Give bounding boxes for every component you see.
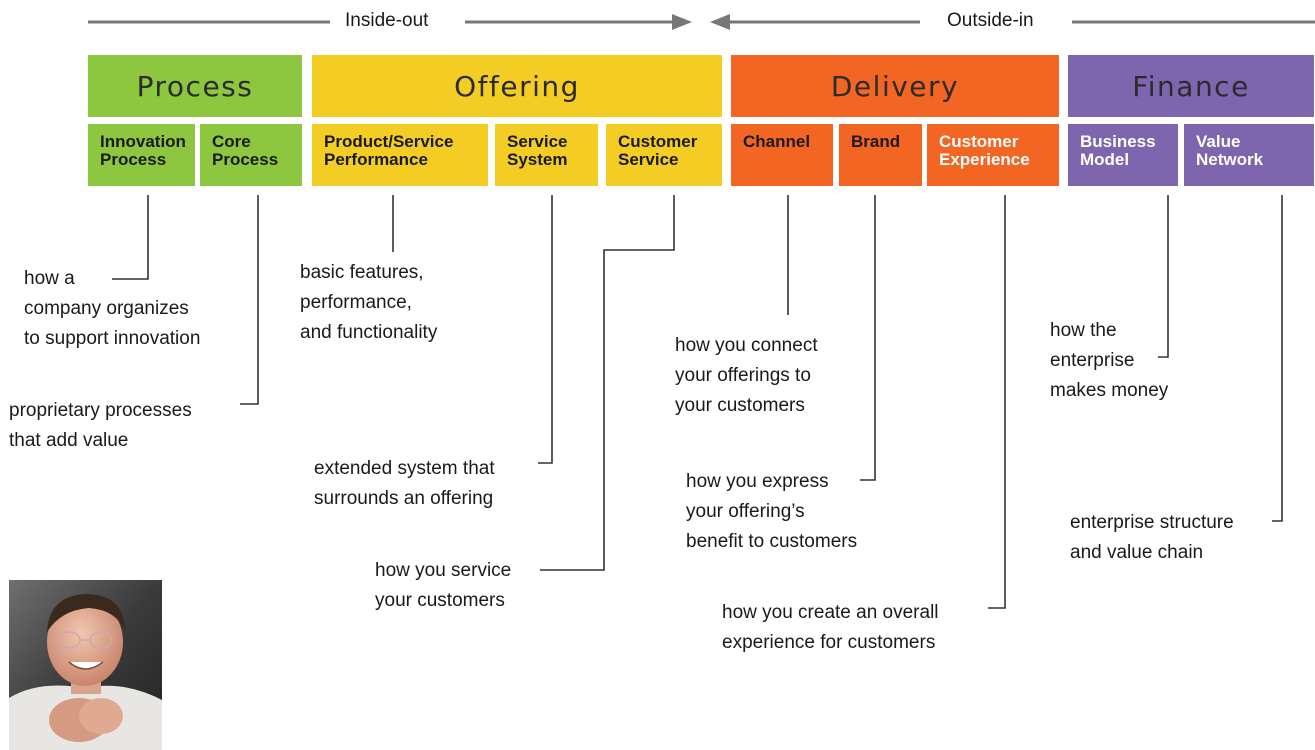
desc-product-performance: basic features, performance, and functio… — [300, 262, 438, 343]
type-value-network: Value Network — [1184, 124, 1314, 186]
type-service-system: Service System — [495, 124, 598, 186]
type-customer-experience: Customer Experience — [927, 124, 1059, 186]
inside-out-arrow — [88, 14, 692, 30]
category-process-label: Process — [136, 69, 254, 103]
desc-customer-service: how you service your customers — [375, 560, 512, 611]
desc-business-model: how the enterprise makes money — [1050, 320, 1169, 401]
type-core-process: Core Process — [200, 124, 302, 186]
desc-core-process: proprietary processes that add value — [9, 400, 192, 451]
type-channel: Channel — [731, 124, 833, 186]
desc-service-system: extended system that surrounds an offeri… — [314, 458, 495, 509]
desc-customer-experience: how you create an overall experience for… — [722, 602, 939, 653]
type-business-model: Business Model — [1068, 124, 1178, 186]
leader-brand — [860, 195, 876, 481]
outside-in-arrow — [710, 14, 1315, 30]
type-brand-label: Brand — [851, 132, 901, 151]
type-core-process-label: Core Process — [212, 132, 279, 169]
category-offering: Offering — [312, 55, 722, 117]
leader-value-network — [1272, 195, 1283, 522]
leader-service-system — [538, 195, 553, 464]
desc-innovation-process: how a company organizes to support innov… — [24, 268, 201, 349]
desc-channel: how you connect your offerings to your c… — [675, 335, 818, 416]
type-value-network-label: Value Network — [1196, 132, 1264, 169]
desc-brand: how you express your offering’s benefit … — [686, 471, 858, 552]
category-finance: Finance — [1068, 55, 1314, 117]
leader-core-process — [240, 195, 259, 405]
type-brand: Brand — [839, 124, 922, 186]
category-delivery-label: Delivery — [830, 69, 960, 103]
type-innovation-process-label: Innovation Process — [100, 132, 186, 169]
type-customer-service-label: Customer Service — [618, 132, 698, 169]
type-channel-label: Channel — [743, 132, 811, 151]
outside-in-label: Outside-in — [947, 10, 1034, 31]
inside-out-label: Inside-out — [345, 10, 429, 31]
leader-innovation-process — [112, 195, 149, 280]
type-service-system-label: Service System — [507, 132, 568, 169]
type-innovation-process: Innovation Process — [88, 124, 195, 186]
category-finance-label: Finance — [1132, 69, 1250, 103]
portrait-photo — [9, 580, 162, 750]
category-process: Process — [88, 55, 302, 117]
leader-customer-service — [540, 195, 675, 571]
leader-customer-experience — [988, 195, 1006, 609]
category-delivery: Delivery — [731, 55, 1059, 117]
category-offering-label: Offering — [454, 69, 580, 103]
type-product-performance-label: Product/Service Performance — [324, 132, 454, 169]
desc-value-network: enterprise structure and value chain — [1070, 512, 1234, 563]
type-product-performance: Product/Service Performance — [312, 124, 488, 186]
type-business-model-label: Business Model — [1080, 132, 1156, 169]
leader-business-model — [1158, 195, 1169, 358]
type-customer-service: Customer Service — [606, 124, 722, 186]
type-customer-experience-label: Customer Experience — [939, 132, 1030, 169]
